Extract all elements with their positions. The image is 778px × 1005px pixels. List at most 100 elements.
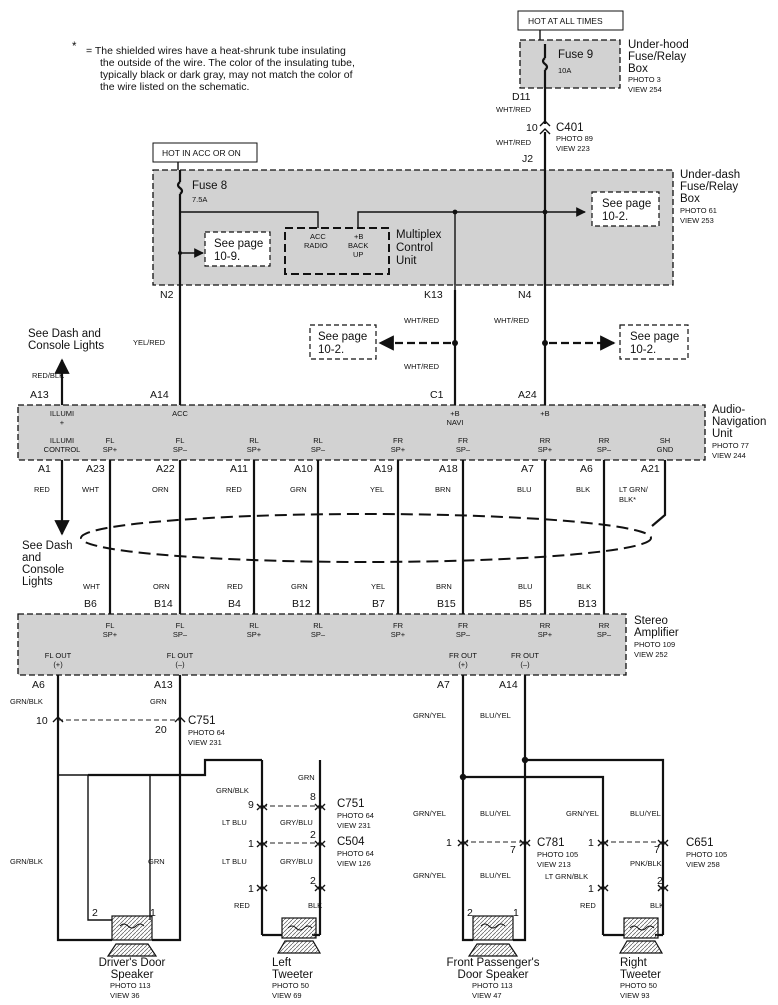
wire [180,211,319,228]
pin-1: 1 [248,883,254,895]
anu-top-label: +B [450,409,459,418]
wire-color: WHT [83,582,100,591]
connector-symbol [52,716,186,723]
c401-view: VIEW 223 [556,144,590,153]
underdash-label: Under-dash Fuse/Relay Box PHOTO 61 VIEW … [680,169,740,225]
pin-7: 7 [654,844,660,856]
amp-out-pin: A13 [154,679,173,691]
amp-pin-label: SP+ [247,630,262,639]
anu-title-line: Unit [712,428,733,440]
speaker-caption-front-passenger: Front Passenger's Door Speaker PHOTO 113… [447,957,540,1000]
speaker-name: Left [272,957,292,969]
hot-in-acc-box [152,142,258,163]
acc-label: RADIO [304,241,328,250]
see-page-10-2-ref [309,324,377,360]
pin-1: 1 [248,838,254,850]
fuse8-name: Fuse 8 [192,180,227,192]
anu-pin-label: FL [176,436,185,445]
wire-grn [152,675,182,942]
backup-label: BACK [348,241,368,250]
wire-color: WHT [82,485,99,494]
hot-at-all-times-box [517,10,624,31]
amp-title: Stereo Amplifier PHOTO 109 VIEW 252 [634,615,679,659]
wire [463,775,605,935]
see-dash-line: Console [22,564,64,576]
anu-top-label: +B [540,409,549,418]
speaker-view: VIEW 36 [110,991,140,1000]
multiplex-line: Control [396,242,433,254]
anu-top-label: ILLUMI [50,409,74,418]
wire-color: RED/BLK [32,371,64,380]
anu-pin-number: A22 [156,463,175,475]
amp-pin-label: RL [249,621,259,630]
amp-out-label: (–) [175,660,185,669]
wire [525,758,665,935]
pin-2: 2 [657,875,663,887]
anu-pin-number: A23 [86,463,105,475]
note-line: typically black or dark gray, may not ma… [100,69,353,81]
anu-pin-number: A18 [439,463,458,475]
pin-9: 9 [248,799,254,811]
speaker-caption-driver: Driver's Door Speaker PHOTO 113 VIEW 36 [99,957,166,1000]
wire-color: GRN [148,857,165,866]
amp-out-label: (–) [520,660,530,669]
speaker-driver [106,915,158,957]
wire-color: LT GRN/ [619,485,649,494]
anu-pin-label: RR [540,436,551,445]
anu-photo: PHOTO 77 [712,441,749,450]
wire-blu-yel [513,675,527,942]
wire-color: LT BLU [222,857,247,866]
see-page-10-9-ref [204,231,271,267]
wire-color: GRN/YEL [413,809,446,818]
c781-view: VIEW 213 [537,860,571,869]
wire-color: YEL [370,485,384,494]
amp-title-line: Stereo [634,615,668,627]
pin-a13: A13 [30,389,49,401]
see-page-10-2-ref [591,191,660,227]
wire-color: BLK [650,901,664,910]
wire-color: LT GRN/BLK [545,872,588,881]
wire [149,774,180,920]
amp-pin-label: SP– [311,630,326,639]
pin-k13: K13 [424,289,443,301]
wire-color: BLU/YEL [630,809,661,818]
wire-color: BLK [576,485,590,494]
ref-line: 10-9. [214,251,240,263]
acc-label: ACC [310,232,326,241]
pin-20: 20 [155,724,167,736]
c401-connector-symbol [539,120,551,135]
shield-ellipse [80,513,652,563]
amp-out-label: FL OUT [45,651,72,660]
anu-pin-number: A11 [230,463,248,475]
amp-pin-number: B5 [519,598,532,610]
amp-pin-label: RR [599,621,610,630]
underhood-label: Under-hood Fuse/Relay Box PHOTO 3 VIEW 2… [628,39,689,94]
wire-color: GRN/BLK [10,697,43,706]
amp-pin-label: SP– [456,630,471,639]
anu-pin-label: FL [106,436,115,445]
anu-pin-number: A7 [521,463,534,475]
pin-1: 1 [588,837,594,849]
pin-1: 1 [446,837,452,849]
amp-pin-label: FL [176,621,185,630]
driver-pin-1: 1 [150,907,156,919]
wire-color: GRY/BLU [280,818,313,827]
fuse9-rating: 10A [558,66,571,75]
wire-color: BLU/YEL [480,711,511,720]
wire-color: BLK* [619,495,636,504]
amp-out-label: (+) [458,660,468,669]
wire-color: GRN/YEL [566,809,599,818]
amp-pin-label: SP– [173,630,188,639]
note-line: the outside of the wire. The color of th… [100,57,355,69]
anu-pin-number: A1 [38,463,51,475]
underdash-line: Under-dash [680,169,740,181]
c781-name: C781 [537,837,565,849]
wire-color: RED [234,901,250,910]
pin-d11: D11 [512,91,531,103]
wire-color: WHT/RED [496,105,532,114]
anu-pin-label: SP+ [247,445,262,454]
ref-line: See page [630,331,679,343]
anu-title-line: Audio- [712,404,745,416]
pin-2: 2 [310,829,316,841]
wire-color: WHT/RED [404,362,440,371]
